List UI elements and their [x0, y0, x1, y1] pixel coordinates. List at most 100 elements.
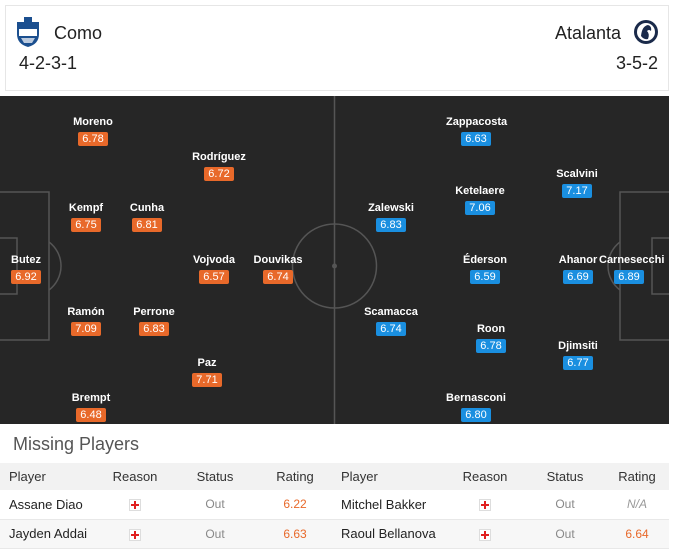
player-rating: 6.80 [461, 408, 491, 422]
player-name: Cunha [129, 202, 165, 214]
player-name: Brempt [71, 392, 111, 404]
player-rating: 7.71 [192, 373, 222, 387]
table-header-row: Player Reason Status Rating Player Reaso… [0, 463, 669, 490]
col-header-player: Player [0, 463, 95, 490]
player-rating: 6.75 [71, 218, 101, 232]
player-rating: 6.74 [263, 270, 293, 284]
player-rating: 6.81 [132, 218, 162, 232]
injury-cross-icon [479, 528, 491, 541]
player-rating: 6.72 [204, 167, 234, 181]
missing-rating: N/A [605, 490, 669, 520]
player-name: Vojvoda [193, 254, 235, 266]
player-rating: 6.63 [461, 132, 491, 146]
missing-player-name[interactable]: Jayden Addai [0, 519, 95, 549]
player-scamacca[interactable]: Scamacca 6.74 [361, 306, 421, 337]
col-header-rating: Rating [605, 463, 669, 490]
player-kempf[interactable]: Kempf 6.75 [56, 202, 116, 233]
col-header-status: Status [175, 463, 255, 490]
col-header-rating: Rating [255, 463, 335, 490]
away-formation: 3-5-2 [615, 53, 658, 73]
player-scalvini[interactable]: Scalvini 7.17 [547, 168, 607, 199]
missing-players-table: Player Reason Status Rating Player Reaso… [0, 463, 669, 549]
player-name: Ramón [67, 306, 105, 318]
player-rating: 7.09 [71, 322, 101, 336]
player-name: Ahanor [558, 254, 598, 266]
como-crest-icon [17, 17, 39, 47]
table-row: Jayden Addai Out 6.63 Raoul Bellanova Ou… [0, 519, 669, 549]
match-header: Como 4-2-3-1 Atalanta 3-5-2 [5, 5, 669, 91]
player-douvikas[interactable]: Douvikas 6.74 [248, 254, 308, 285]
missing-status: Out [175, 519, 255, 549]
player-carnesecchi[interactable]: Carnesecchi 6.89 [599, 254, 664, 285]
missing-status: Out [175, 490, 255, 520]
player-name: Éderson [462, 254, 507, 266]
player-name: Zalewski [368, 202, 414, 214]
player-ramon[interactable]: Ramón 7.09 [56, 306, 116, 337]
player-name: Perrone [133, 306, 175, 318]
missing-status: Out [525, 490, 605, 520]
missing-rating: 6.63 [255, 519, 335, 549]
player-rating: 6.78 [476, 339, 506, 353]
missing-player-name[interactable]: Raoul Bellanova [335, 519, 445, 549]
pitch: Moreno 6.78 Rodríguez 6.72 Kempf 6.75 Cu… [0, 96, 669, 424]
player-rating: 6.83 [376, 218, 406, 232]
player-paz[interactable]: Paz 7.71 [177, 357, 237, 388]
player-name: Paz [197, 357, 217, 369]
home-formation: 4-2-3-1 [19, 53, 78, 73]
player-zalewski[interactable]: Zalewski 6.83 [361, 202, 421, 233]
player-perrone[interactable]: Perrone 6.83 [124, 306, 184, 337]
player-name: Scamacca [364, 306, 418, 318]
player-rating: 6.69 [563, 270, 593, 284]
player-vojvoda[interactable]: Vojvoda 6.57 [184, 254, 244, 285]
player-name: Scalvini [556, 168, 598, 180]
away-team-name[interactable]: Atalanta [554, 23, 621, 43]
player-moreno[interactable]: Moreno 6.78 [63, 116, 123, 147]
player-rating: 6.78 [78, 132, 108, 146]
player-rating: 6.57 [199, 270, 229, 284]
player-zappacosta[interactable]: Zappacosta 6.63 [446, 116, 508, 147]
player-butez[interactable]: Butez 6.92 [0, 254, 56, 285]
player-name: Zappacosta [446, 116, 508, 128]
player-roon[interactable]: Roon 6.78 [461, 323, 521, 354]
player-name: Bernasconi [446, 392, 506, 404]
player-rating: 6.83 [139, 322, 169, 336]
player-bernasconi[interactable]: Bernasconi 6.80 [446, 392, 506, 423]
player-rating: 6.92 [11, 270, 41, 284]
injury-cross-icon [129, 528, 141, 541]
player-rating: 7.17 [562, 184, 592, 198]
missing-status: Out [525, 519, 605, 549]
col-header-status: Status [525, 463, 605, 490]
home-team-name[interactable]: Como [54, 23, 103, 43]
player-rating: 6.59 [470, 270, 500, 284]
player-ketelaere[interactable]: Ketelaere 7.06 [450, 185, 510, 216]
col-header-player: Player [335, 463, 445, 490]
player-rating: 6.48 [76, 408, 106, 422]
player-rating: 6.74 [376, 322, 406, 336]
player-rodriguez[interactable]: Rodríguez 6.72 [189, 151, 249, 182]
atalanta-crest-icon [634, 20, 658, 44]
player-rating: 6.89 [614, 270, 644, 284]
missing-player-name[interactable]: Mitchel Bakker [335, 490, 445, 520]
player-brempt[interactable]: Brempt 6.48 [61, 392, 121, 423]
player-name: Rodríguez [192, 151, 246, 163]
injury-cross-icon [479, 499, 491, 512]
player-name: Roon [476, 323, 506, 335]
col-header-reason: Reason [95, 463, 175, 490]
table-row: Assane Diao Out 6.22 Mitchel Bakker Out … [0, 490, 669, 520]
player-djimsiti[interactable]: Djimsiti 6.77 [548, 340, 608, 371]
pitch-markings [0, 96, 669, 424]
player-rating: 7.06 [465, 201, 495, 215]
missing-rating: 6.22 [255, 490, 335, 520]
player-name: Djimsiti [558, 340, 598, 352]
missing-players-title: Missing Players [13, 434, 140, 454]
injury-cross-icon [129, 499, 141, 512]
player-ahanor[interactable]: Ahanor 6.69 [548, 254, 608, 285]
missing-rating: 6.64 [605, 519, 669, 549]
player-ederson[interactable]: Éderson 6.59 [455, 254, 515, 285]
player-name: Ketelaere [455, 185, 505, 197]
player-rating: 6.77 [563, 356, 593, 370]
player-name: Douvikas [253, 254, 303, 266]
missing-player-name[interactable]: Assane Diao [0, 490, 95, 520]
player-name: Butez [11, 254, 41, 266]
player-cunha[interactable]: Cunha 6.81 [117, 202, 177, 233]
